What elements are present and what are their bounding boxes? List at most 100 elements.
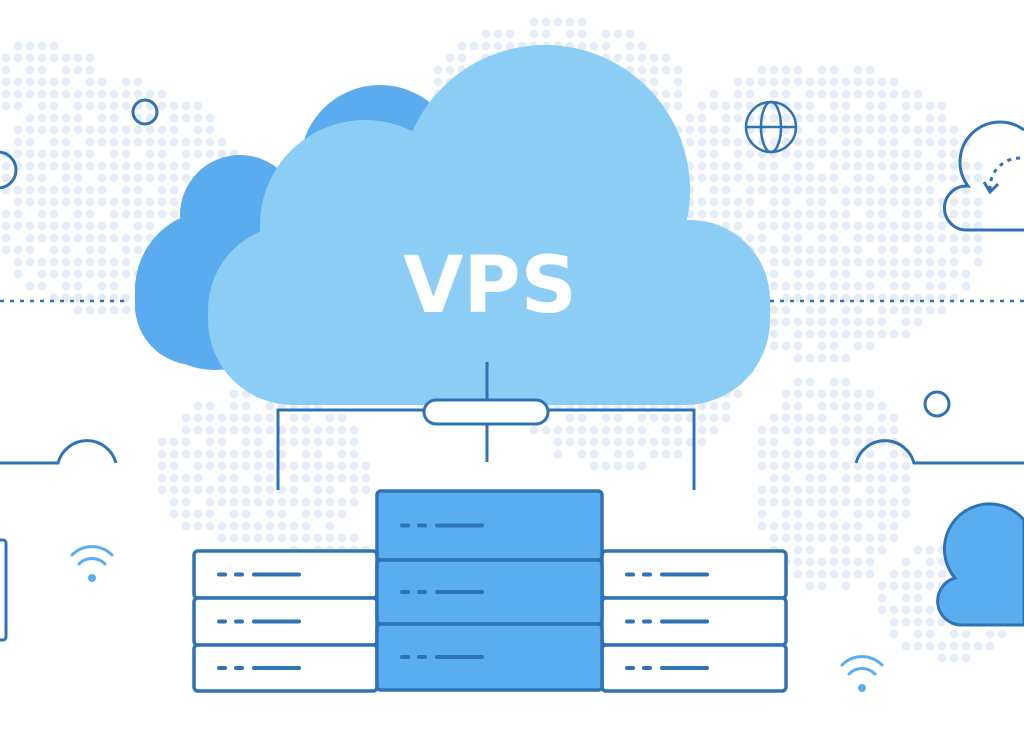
map-dot xyxy=(649,53,659,63)
map-dot xyxy=(853,257,863,267)
map-dot xyxy=(637,41,647,51)
map-dot xyxy=(13,209,23,219)
map-dot xyxy=(229,473,239,483)
map-dot xyxy=(685,113,695,123)
map-dot xyxy=(529,17,539,27)
map-dot xyxy=(817,341,827,351)
map-dot xyxy=(769,485,779,495)
server-unit xyxy=(375,489,604,562)
map-dot xyxy=(901,593,911,603)
map-dot xyxy=(349,461,359,471)
map-dot xyxy=(61,89,71,99)
map-dot xyxy=(253,497,263,507)
map-dot xyxy=(73,185,83,195)
map-dot xyxy=(877,593,887,603)
map-dot xyxy=(601,29,611,39)
map-dot xyxy=(817,125,827,135)
map-dot xyxy=(313,449,323,459)
map-dot xyxy=(709,125,719,135)
map-dot xyxy=(289,497,299,507)
map-dot xyxy=(121,197,131,207)
map-dot xyxy=(721,113,731,123)
map-dot xyxy=(505,29,515,39)
map-dot xyxy=(589,437,599,447)
map-dot xyxy=(817,233,827,243)
map-dot xyxy=(829,173,839,183)
map-dot xyxy=(937,617,947,627)
map-dot xyxy=(565,413,575,423)
map-dot xyxy=(277,485,287,495)
map-dot xyxy=(13,269,23,279)
map-dot xyxy=(349,485,359,495)
map-dot xyxy=(685,137,695,147)
map-dot xyxy=(25,113,35,123)
map-dot xyxy=(361,461,371,471)
map-dot xyxy=(709,101,719,111)
map-dot xyxy=(37,221,47,231)
map-dot xyxy=(817,293,827,303)
map-dot xyxy=(709,149,719,159)
map-dot xyxy=(949,137,959,147)
map-dot xyxy=(973,209,983,219)
map-dot xyxy=(781,521,791,531)
map-dot xyxy=(889,173,899,183)
map-dot xyxy=(781,305,791,315)
map-dot xyxy=(169,485,179,495)
map-dot xyxy=(85,149,95,159)
map-dot xyxy=(109,149,119,159)
map-dot xyxy=(829,245,839,255)
map-dot xyxy=(961,269,971,279)
map-dot xyxy=(73,233,83,243)
map-dot xyxy=(85,185,95,195)
map-dot xyxy=(769,173,779,183)
map-dot xyxy=(865,281,875,291)
map-dot xyxy=(637,65,647,75)
map-dot xyxy=(865,125,875,135)
map-dot xyxy=(925,269,935,279)
map-dot xyxy=(841,149,851,159)
map-dot xyxy=(961,629,971,639)
map-dot xyxy=(973,221,983,231)
map-dot xyxy=(913,125,923,135)
map-dot xyxy=(265,497,275,507)
map-dot xyxy=(877,161,887,171)
map-dot xyxy=(61,77,71,87)
map-dot xyxy=(265,521,275,531)
map-dot xyxy=(841,545,851,555)
map-dot xyxy=(841,245,851,255)
map-dot xyxy=(925,629,935,639)
map-dot xyxy=(541,425,551,435)
map-dot xyxy=(853,197,863,207)
map-dot xyxy=(901,305,911,315)
map-dot xyxy=(817,113,827,123)
map-dot xyxy=(949,269,959,279)
map-dot xyxy=(805,113,815,123)
map-dot xyxy=(877,137,887,147)
map-dot xyxy=(865,185,875,195)
map-dot xyxy=(577,29,587,39)
map-dot xyxy=(133,185,143,195)
map-dot xyxy=(937,569,947,579)
map-dot xyxy=(841,389,851,399)
partial-device xyxy=(0,538,8,642)
map-dot xyxy=(109,269,119,279)
map-dot xyxy=(829,101,839,111)
map-dot xyxy=(61,281,71,291)
map-dot xyxy=(769,269,779,279)
map-dot xyxy=(277,461,287,471)
map-dot xyxy=(877,485,887,495)
map-dot xyxy=(85,233,95,243)
map-dot xyxy=(769,305,779,315)
map-dot xyxy=(613,461,623,471)
map-dot xyxy=(73,221,83,231)
map-dot xyxy=(901,233,911,243)
map-dot xyxy=(805,137,815,147)
map-dot xyxy=(25,197,35,207)
map-dot xyxy=(265,509,275,519)
map-dot xyxy=(889,149,899,159)
map-dot xyxy=(325,425,335,435)
map-dot xyxy=(913,569,923,579)
map-dot xyxy=(217,449,227,459)
map-dot xyxy=(241,509,251,519)
map-dot xyxy=(61,173,71,183)
